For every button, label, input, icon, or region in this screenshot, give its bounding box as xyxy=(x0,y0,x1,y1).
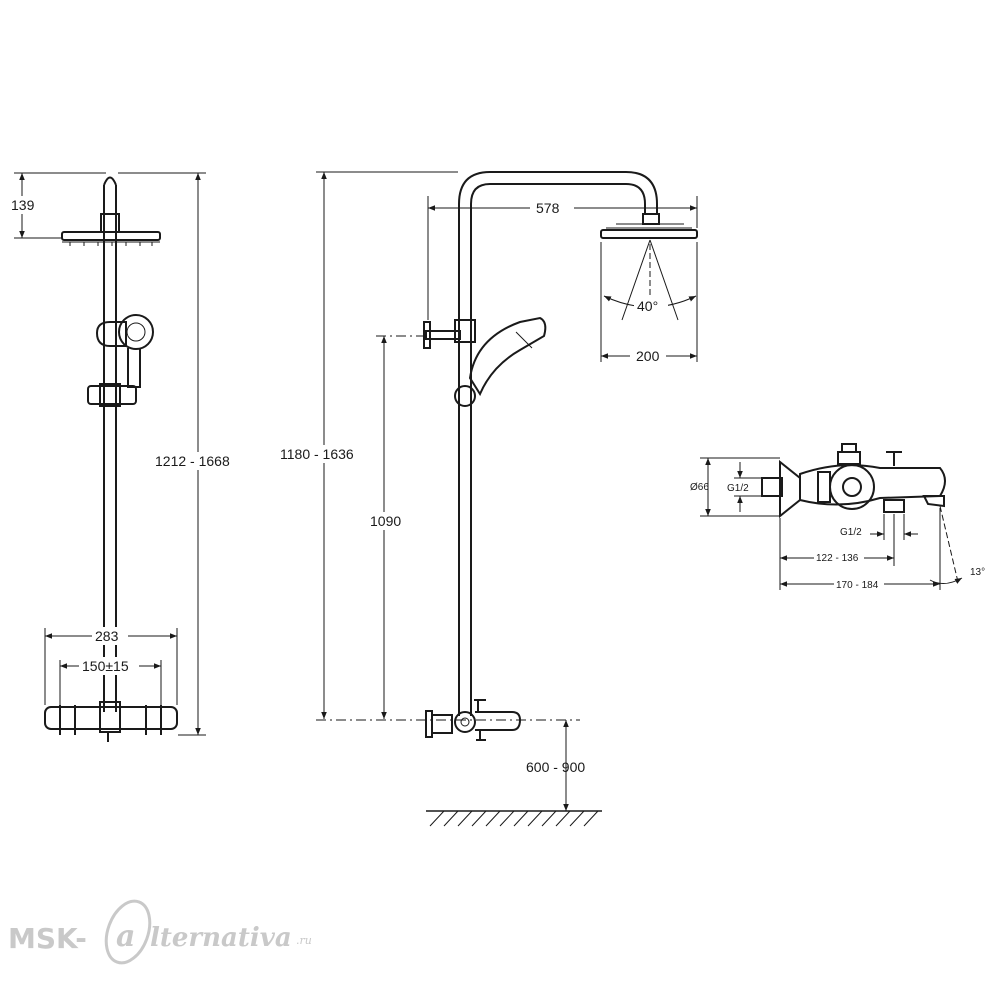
side-reach-dimension: 578 xyxy=(536,200,560,216)
side-view xyxy=(423,171,698,741)
front-mixer xyxy=(44,701,178,742)
mixer-detail xyxy=(761,443,946,519)
watermark-script: lternativa xyxy=(150,923,292,953)
mixer-depth1-dimension: 122 - 136 xyxy=(816,553,859,564)
side-bracket xyxy=(425,330,461,340)
front-slider xyxy=(87,385,137,405)
svg-text:a: a xyxy=(116,919,135,954)
mixer-diameter-dimension: Ø66 xyxy=(690,482,709,493)
watermark-tld: .ru xyxy=(296,934,312,947)
side-height-dimension: 1180 - 1636 xyxy=(280,446,354,462)
at-sign-icon: a xyxy=(104,899,152,965)
side-bar-dimension: 1090 xyxy=(370,513,401,529)
side-mixer xyxy=(425,699,522,741)
front-height-dimension: 1212 - 1668 xyxy=(155,453,230,469)
side-floor-dimension: 600 - 900 xyxy=(526,759,585,775)
side-hand-shower xyxy=(468,316,547,397)
side-riser xyxy=(458,204,472,716)
side-overhead-arm xyxy=(458,171,658,214)
watermark: MSK- a lternativa .ru xyxy=(8,899,312,965)
front-hand-shower xyxy=(95,321,127,347)
mixer-body xyxy=(799,464,946,506)
front-column xyxy=(103,185,117,712)
front-view xyxy=(44,176,178,742)
mixer-outlet-dimension: G1/2 xyxy=(840,527,862,538)
mixer-inlet-dimension: G1/2 xyxy=(727,483,749,494)
side-head-dimension: 200 xyxy=(636,348,660,364)
front-shower-head xyxy=(61,231,161,241)
front-spacing-dimension: 150±15 xyxy=(82,658,129,674)
side-shower-head xyxy=(600,213,698,239)
side-angle-dimension: 40° xyxy=(637,298,658,314)
mixer-angle-dimension: 13° xyxy=(970,567,985,578)
watermark-left: MSK- xyxy=(8,922,87,955)
front-top-dimension: 139 xyxy=(11,197,35,213)
mixer-depth2-dimension: 170 - 184 xyxy=(836,580,879,591)
front-width-dimension: 283 xyxy=(95,628,119,644)
